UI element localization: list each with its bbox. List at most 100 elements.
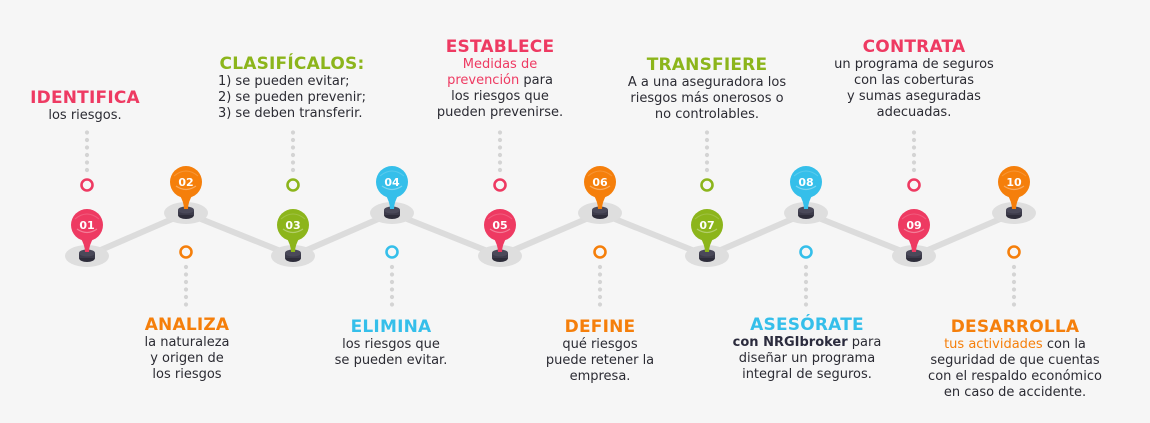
connector-dot — [497, 160, 503, 165]
step-02-line: y origen de — [150, 351, 224, 366]
connector-dot — [389, 294, 395, 300]
connector-ring-icon — [493, 178, 507, 192]
step-number: 04 — [384, 176, 400, 189]
connector-dot — [803, 272, 809, 277]
connector-dot — [183, 294, 189, 300]
step-09-line: con las coberturas — [853, 73, 975, 88]
step-07-title: TRANSFIERE — [646, 55, 768, 75]
connector-dot — [389, 279, 395, 285]
step-number: 08 — [798, 176, 813, 189]
connector-dot — [389, 287, 395, 292]
connector-dot — [911, 137, 917, 143]
step-09-line: adecuadas. — [876, 105, 952, 120]
connector-dot — [290, 130, 296, 135]
connector-dot — [704, 130, 710, 135]
connector-dot — [84, 145, 90, 150]
connector-ring-icon — [593, 245, 607, 259]
step-number: 10 — [1006, 176, 1022, 189]
connector-dot — [1011, 264, 1017, 270]
step-05-highlight: prevención — [447, 73, 520, 88]
step-10-highlight: tus actividades — [944, 337, 1043, 352]
connector-dot — [597, 272, 603, 277]
connector-dot — [84, 137, 90, 143]
connector-dot — [1011, 302, 1017, 307]
connector-ring-icon — [80, 178, 94, 192]
step-05-line: pueden prevenirse. — [436, 105, 564, 120]
connector-dot — [290, 145, 296, 150]
step-number: 05 — [492, 219, 507, 232]
pin-marker-01: 01 — [71, 209, 103, 262]
step-10-rest: con la — [1042, 337, 1086, 352]
connector-dot — [597, 302, 603, 307]
connector-ring-icon — [179, 245, 193, 259]
step-03-line: 1) se pueden evitar; — [217, 74, 350, 89]
step-09-line: y sumas aseguradas — [847, 89, 981, 104]
step-08-brand: con NRGIbroker — [732, 335, 848, 350]
connector-dot — [183, 287, 189, 292]
step-05-title: ESTABLECE — [445, 37, 555, 57]
connector-ring-icon — [700, 178, 714, 192]
step-01-title: IDENTIFICA — [30, 88, 140, 108]
step-08-rest: para — [847, 335, 882, 350]
connector-dot — [290, 137, 296, 143]
connector-ring-icon — [385, 245, 399, 259]
step-05-mixed-line: prevención para — [437, 73, 563, 89]
step-number: 01 — [79, 219, 94, 232]
step-04-title: ELIMINA — [350, 317, 432, 337]
connector-dot — [911, 130, 917, 135]
step-06-line: empresa. — [569, 369, 631, 384]
pin-marker-02: 02 — [170, 166, 202, 219]
connector-dot — [183, 302, 189, 307]
connector-dot — [497, 145, 503, 150]
step-09-text: CONTRATA un programa de seguros con las … — [834, 38, 994, 121]
step-03-title: CLASIFÍCALOS: — [219, 54, 365, 74]
connector-ring-icon — [286, 178, 300, 192]
step-06-text: DEFINE qué riesgos puede retener la empr… — [546, 318, 654, 385]
connector-dot — [803, 302, 809, 307]
step-number: 09 — [906, 219, 921, 232]
connector-dot — [597, 294, 603, 300]
connector-dot — [497, 152, 503, 158]
connector-dot — [290, 152, 296, 158]
pin-marker-10: 10 — [998, 166, 1030, 219]
connector-dot — [84, 130, 90, 135]
connector-dot — [597, 287, 603, 292]
step-number: 02 — [178, 176, 193, 189]
step-number: 06 — [592, 176, 608, 189]
step-07-text: TRANSFIERE A a una aseguradora los riesg… — [628, 56, 786, 123]
connector-dot — [911, 160, 917, 165]
step-09-title: CONTRATA — [862, 37, 966, 57]
connector-ring-icon — [907, 178, 921, 192]
step-07-line: riesgos más onerosos o — [630, 91, 784, 106]
connector-dot — [1011, 272, 1017, 277]
connector-dot — [1011, 294, 1017, 300]
step-04-line: los riesgos que — [342, 337, 440, 352]
step-01-line: los riesgos. — [48, 108, 122, 123]
connector-dot — [84, 160, 90, 165]
connector-dot — [704, 137, 710, 143]
step-05-line: los riesgos que — [451, 89, 549, 104]
connector-dot — [497, 137, 503, 143]
connector-dot — [497, 130, 503, 135]
step-09-line: un programa de seguros — [834, 57, 994, 72]
track-line — [85, 210, 1016, 259]
step-07-line: no controlables. — [654, 107, 760, 122]
step-10-title: DESARROLLA — [950, 317, 1080, 337]
connector-dot — [704, 167, 710, 173]
step-06-line: puede retener la — [545, 353, 655, 368]
connector-dot — [911, 167, 917, 173]
step-06-title: DEFINE — [564, 317, 636, 337]
connector-dot — [290, 167, 296, 173]
connector-dot — [84, 167, 90, 173]
step-10-text: DESARROLLA tus actividades con la seguri… — [928, 318, 1102, 401]
step-03-line: 2) se pueden prevenir; — [217, 90, 367, 105]
step-number: 07 — [699, 219, 714, 232]
connector-dot — [911, 152, 917, 158]
step-02-text: ANALIZA la naturaleza y origen de los ri… — [145, 316, 230, 383]
step-08-mixed-line: con NRGIbroker para — [733, 335, 882, 351]
connector-dot — [84, 152, 90, 158]
connector-dot — [1011, 279, 1017, 285]
step-number: 03 — [285, 219, 300, 232]
